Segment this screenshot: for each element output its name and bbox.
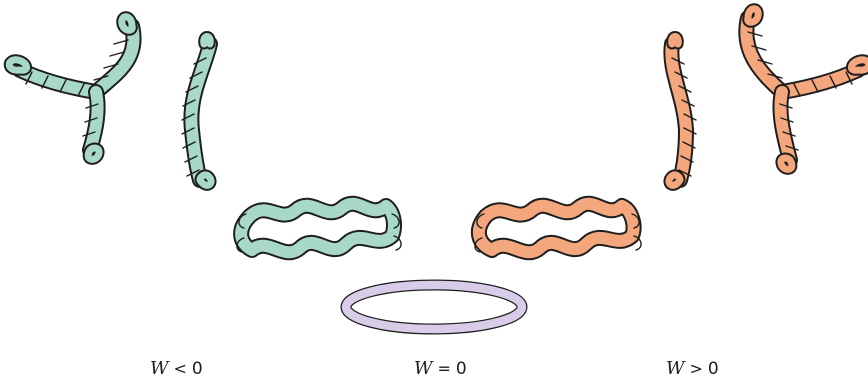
label-value: 0 bbox=[191, 359, 203, 379]
toroidal-supercoil-negative bbox=[233, 195, 402, 261]
crossings bbox=[181, 57, 207, 177]
label-zero: W=0 bbox=[414, 358, 467, 379]
label-relation: < bbox=[173, 359, 187, 378]
crossings bbox=[671, 57, 697, 177]
branched-plectoneme-negative bbox=[3, 11, 142, 165]
label-variable: W bbox=[150, 358, 169, 379]
end-loop-fill bbox=[5, 56, 30, 74]
tube-fill bbox=[472, 197, 640, 259]
toroidal-supercoil-positive bbox=[470, 195, 642, 261]
label-relation: > bbox=[689, 359, 703, 378]
label-value: 0 bbox=[707, 359, 719, 379]
end-loop-fill bbox=[665, 171, 684, 189]
label-variable: W bbox=[414, 358, 433, 379]
end-loop-fill bbox=[668, 33, 682, 48]
end-loop-fill bbox=[84, 144, 103, 163]
plectoneme-negative bbox=[181, 31, 218, 191]
negative-writhe-group bbox=[3, 11, 402, 261]
crossings bbox=[236, 213, 402, 253]
end-loop-fill bbox=[777, 154, 796, 173]
branched-plectoneme-positive bbox=[738, 3, 868, 175]
end-loop-fill bbox=[200, 33, 214, 48]
end-loop-fill bbox=[118, 13, 136, 34]
end-loop-fill bbox=[196, 171, 215, 189]
crossings bbox=[474, 213, 642, 253]
tube-fill bbox=[665, 38, 692, 186]
end-loop-fill bbox=[848, 56, 868, 74]
tube-fill bbox=[185, 38, 216, 186]
crossings bbox=[747, 31, 853, 151]
relaxed-circle-neutral bbox=[340, 279, 528, 335]
end-loop-fill bbox=[744, 5, 762, 26]
label-value: 0 bbox=[455, 359, 467, 379]
label-variable: W bbox=[666, 358, 685, 379]
tube-fill bbox=[774, 86, 796, 166]
tube-fill bbox=[235, 197, 400, 259]
crossings bbox=[25, 39, 129, 137]
label-negative: W<0 bbox=[150, 358, 203, 379]
label-positive: W>0 bbox=[666, 358, 719, 379]
label-relation: = bbox=[437, 359, 451, 378]
plectoneme-positive bbox=[663, 31, 697, 191]
positive-writhe-group bbox=[470, 3, 868, 261]
